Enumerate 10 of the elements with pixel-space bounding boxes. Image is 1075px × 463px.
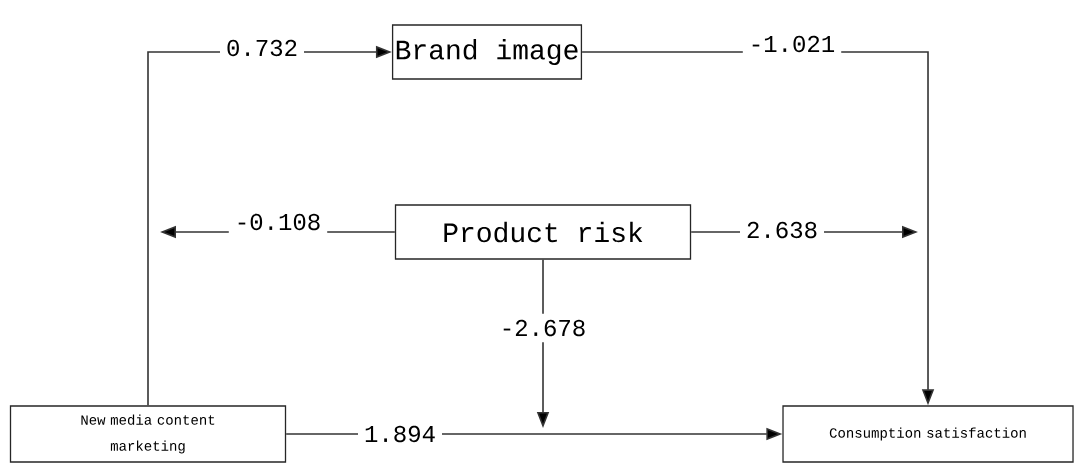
edge-label: -2.678 (493, 313, 593, 343)
variable-box: Consumption satisfaction (782, 405, 1074, 463)
edge-label: -1.021 (742, 29, 842, 59)
variable-box: Product risk (394, 204, 692, 260)
variable-box: New media content marketing (9, 405, 287, 463)
edge-label: 0.732 (220, 33, 304, 63)
variable-box: Brand image (391, 24, 583, 80)
edge-label: 1.894 (358, 419, 442, 449)
edge-label: -0.108 (228, 207, 328, 237)
edge-label: 2.638 (740, 215, 824, 245)
